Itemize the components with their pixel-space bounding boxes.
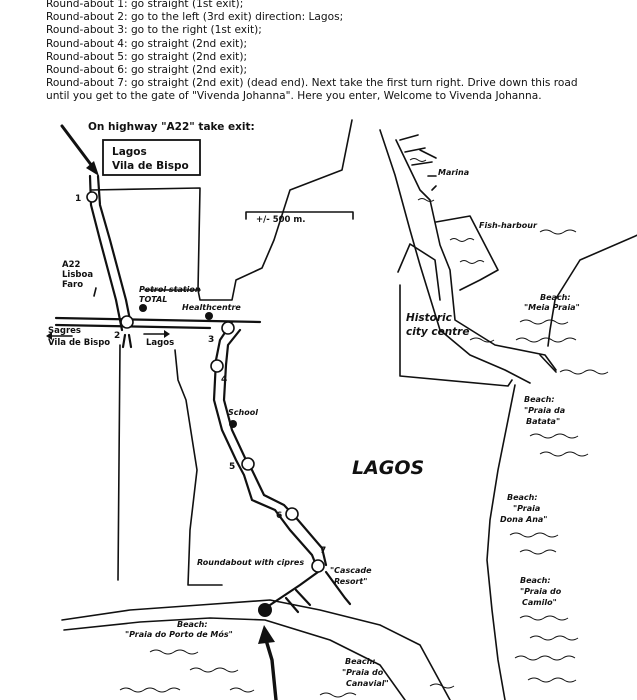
coast-outline — [399, 284, 513, 387]
coast-outline — [539, 354, 557, 373]
fish-harbour-docks — [435, 215, 499, 291]
beach-dona-label: Beach: — [507, 493, 538, 502]
scale-bar: +/- 500 m. — [245, 211, 354, 225]
beach-canavial-label: Beach: — [345, 657, 376, 666]
direction-arrows — [46, 287, 170, 340]
highway-arrow — [60, 124, 99, 176]
roundabout-1: 1 — [75, 191, 98, 204]
petrol-station-label: Petrol station — [139, 285, 201, 294]
beach-camilo-label: Camilo" — [522, 598, 557, 607]
sagres-label: Vila de Bispo — [48, 338, 110, 348]
coast-outline — [61, 599, 451, 700]
roundabout-6: 6 — [276, 507, 299, 521]
sea-waves — [119, 158, 609, 698]
roundabout-number: 6 — [276, 511, 282, 521]
coast-outline — [379, 129, 531, 384]
direction-line: Round-about 3: go to the right (1st exit… — [46, 24, 262, 37]
roundabout-number: 1 — [75, 194, 81, 204]
school-marker — [229, 420, 237, 428]
petrol-station-label: TOTAL — [139, 295, 167, 304]
marina-docks — [399, 134, 437, 191]
beach-batata-label: Batata" — [526, 417, 560, 426]
roundabout-number: 2 — [114, 331, 120, 341]
historic-label: city centre — [406, 326, 469, 338]
direction-line: Round-about 5: go straight (2nd exit); — [46, 50, 248, 63]
beach-canavial-label: "Praia do — [342, 668, 384, 677]
beach-dona-label: "Praia — [513, 504, 540, 513]
beach-dona-label: Dona Ana" — [500, 515, 547, 524]
roundabout-5: 5 — [229, 457, 255, 472]
directions-list: Round-about 1: go straight (1st exit); R… — [46, 0, 626, 104]
a22-label: Lisboa — [62, 270, 93, 280]
coast-outline — [397, 243, 441, 301]
exit-box — [102, 139, 201, 176]
direction-line: until you get to the gate of "Vivenda Jo… — [46, 90, 542, 103]
marina-label: Marina — [438, 168, 469, 177]
cascade-label: "Cascade — [330, 566, 372, 575]
arrival-arrow — [258, 603, 278, 700]
town-label: LAGOS — [352, 457, 424, 479]
beach-camilo-label: "Praia do — [520, 587, 562, 596]
roundabout-number: 4 — [221, 375, 227, 385]
direction-line: Round-about 7: go straight (2nd exit) (d… — [46, 77, 578, 90]
beach-meia-label: Beach: — [540, 293, 571, 302]
beach-canavial-label: Canavial" — [346, 679, 389, 688]
roundabout-number: 3 — [208, 335, 214, 345]
coast-outline — [395, 139, 557, 371]
beach-porto-label: "Praia do Porto de Mós" — [125, 629, 233, 639]
area-outline — [117, 344, 223, 586]
healthcentre-label: Healthcentre — [182, 303, 241, 312]
beach-batata-label: "Praia da — [524, 406, 565, 415]
route — [54, 174, 352, 614]
roundabout-2: 2 — [114, 315, 134, 341]
beach-meia-label: "Meia Praia" — [524, 303, 580, 312]
roundabout-number: 7 — [320, 546, 326, 556]
a22-label: A22 — [62, 260, 80, 270]
highway-note: On highway "A22" take exit: — [88, 121, 255, 133]
beach-camilo-label: Beach: — [520, 576, 551, 585]
beach-batata-label: Beach: — [524, 395, 555, 404]
roundabout-4: 4 — [210, 359, 227, 385]
school-label: School — [228, 408, 258, 417]
fish-harbour-label: Fish-harbour — [479, 221, 538, 230]
area-outline — [90, 119, 353, 301]
lagos-arrow-label: Lagos — [146, 338, 174, 348]
roundabout-7: 7 — [311, 546, 326, 573]
direction-line: Round-about 4: go straight (2nd exit); — [46, 37, 248, 50]
coast-outline — [547, 234, 637, 347]
cascade-label: Resort" — [334, 577, 367, 586]
direction-line: Round-about 6: go straight (2nd exit); — [46, 64, 248, 77]
exit-box-line: Lagos — [112, 146, 147, 158]
petrol-station-marker — [139, 304, 147, 312]
coast-outline — [486, 384, 516, 700]
roundabout-3: 3 — [208, 321, 235, 345]
a22-label: Faro — [62, 280, 83, 290]
exit-box-line: Vila de Bispo — [112, 160, 189, 172]
beach-porto-label: Beach: — [177, 620, 208, 629]
sagres-label: Sagres — [48, 326, 81, 336]
coast-outline — [63, 617, 406, 700]
direction-line: Round-about 2: go to the left (3rd exit)… — [46, 11, 344, 24]
cipres-label: Roundabout with cipres — [197, 558, 304, 567]
healthcentre-marker — [205, 312, 213, 320]
historic-label: Historic — [406, 312, 453, 324]
direction-line: Round-about 1: go straight (1st exit); — [46, 0, 244, 10]
roundabout-number: 5 — [229, 462, 235, 472]
